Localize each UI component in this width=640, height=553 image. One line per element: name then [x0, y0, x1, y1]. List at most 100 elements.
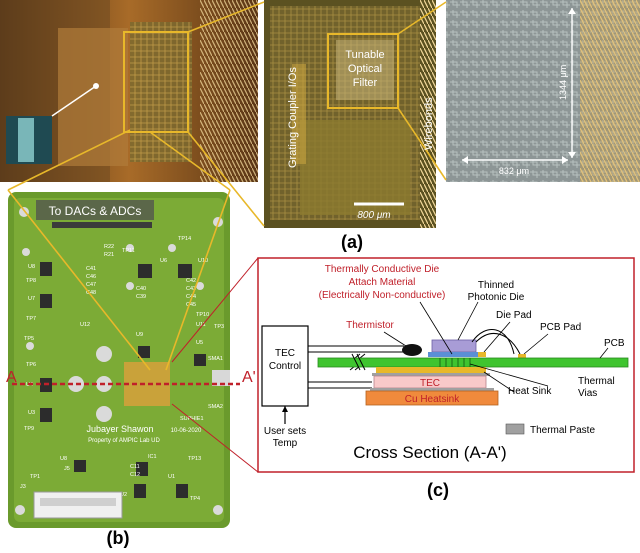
- svg-text:U5: U5: [196, 340, 203, 346]
- board-zoom-lines: [7, 189, 231, 371]
- svg-text:C45: C45: [186, 302, 196, 308]
- center-pad: [124, 362, 170, 406]
- photo-filter: [446, 0, 640, 182]
- svg-text:C40: C40: [136, 286, 146, 292]
- zoom-lines: [7, 1, 447, 227]
- svg-text:U8: U8: [60, 456, 67, 462]
- pcb-pad: [518, 354, 526, 358]
- thermal-vias-line1: Thermal: [578, 376, 615, 387]
- svg-text:U2: U2: [120, 492, 127, 498]
- svg-text:TP14: TP14: [178, 236, 191, 242]
- scale-bar-label: 800 μm: [357, 210, 390, 221]
- svg-text:U9: U9: [136, 332, 143, 338]
- svg-text:TP8: TP8: [26, 278, 36, 284]
- dac-label: To DACs & ADCs: [49, 204, 142, 218]
- svg-text:TP6: TP6: [26, 362, 36, 368]
- svg-text:R22: R22: [104, 244, 114, 250]
- thermal-paste-layer: [372, 373, 490, 376]
- die-attach: [428, 352, 482, 357]
- pcb-pad-label: PCB Pad: [540, 322, 581, 333]
- cu-heatsink: [365, 390, 499, 406]
- svg-text:U3: U3: [28, 410, 35, 416]
- svg-text:C39: C39: [136, 294, 146, 300]
- svg-text:U7: U7: [28, 296, 35, 302]
- section-end-label: A': [242, 369, 256, 386]
- thermal-paste-label: Thermal Paste: [530, 425, 595, 436]
- svg-text:TP7: TP7: [26, 316, 36, 322]
- svg-text:R21: R21: [104, 252, 114, 258]
- panel-a-label: (a): [341, 232, 363, 252]
- pcb-board: To DACs & ADCs TP11 R22: [8, 192, 230, 528]
- svg-text:TP5: TP5: [24, 336, 34, 342]
- pcb-layer: [317, 357, 629, 368]
- property-label: Property of AMPIC Lab UD: [88, 438, 160, 444]
- section-line: A A': [6, 257, 259, 473]
- svg-text:C46: C46: [86, 274, 96, 280]
- filter-label-line2: Optical: [348, 63, 382, 75]
- grating-label: Grating Coupler I/Os: [287, 67, 299, 168]
- svg-text:C48: C48: [86, 290, 96, 296]
- filter-label-line3: Filter: [353, 77, 378, 89]
- svg-text:C44: C44: [186, 294, 196, 300]
- chip-labels: Tunable Optical Filter Grating Coupler I…: [287, 40, 435, 221]
- wirebonds-label: Wirebonds: [423, 97, 435, 150]
- pcb-label: PCB: [604, 338, 625, 349]
- author-label: Jubayer Shawon: [86, 424, 153, 434]
- svg-text:TP3: TP3: [214, 324, 224, 330]
- dim-height-label: 1344 μm: [558, 65, 568, 100]
- tec-control-box: [261, 325, 309, 407]
- thermal-vias-line2: Vias: [578, 388, 597, 399]
- svg-text:J5: J5: [64, 466, 70, 472]
- photo-package: [0, 0, 258, 182]
- svg-text:TP4: TP4: [190, 496, 200, 502]
- thinned-die-line1: Thinned: [478, 280, 514, 291]
- cu-heatsink-label: Cu Heatsink: [405, 394, 460, 405]
- tec-control-line1: TEC: [275, 348, 295, 359]
- svg-text:C47: C47: [86, 282, 96, 288]
- dim-width-label: 832 μm: [499, 166, 529, 176]
- heat-sink-label: Heat Sink: [508, 386, 552, 397]
- svg-text:C41: C41: [86, 266, 96, 272]
- heat-sink: [376, 367, 486, 373]
- svg-text:U6: U6: [160, 258, 167, 264]
- die-attach-line1: Thermally Conductive Die: [325, 264, 440, 275]
- die-pad: [478, 352, 486, 357]
- thermal-vias: [439, 358, 471, 367]
- photonic-die: [431, 339, 477, 353]
- svg-text:TP9: TP9: [24, 426, 34, 432]
- tec-control-line2: Control: [269, 361, 301, 372]
- ics: [40, 262, 206, 498]
- svg-text:U10: U10: [198, 258, 208, 264]
- thermistor-label: Thermistor: [346, 320, 394, 331]
- svg-text:TP1: TP1: [30, 474, 40, 480]
- svg-text:IC1: IC1: [148, 454, 157, 460]
- thermal-paste-swatch: [505, 423, 525, 435]
- date-label: 10-06-2020: [171, 428, 202, 434]
- svg-text:SMA2: SMA2: [208, 404, 223, 410]
- svg-text:U11: U11: [196, 322, 206, 328]
- callout-lines: [383, 301, 609, 393]
- die-pad-label: Die Pad: [496, 310, 532, 321]
- panel-b-label: (b): [107, 528, 130, 548]
- user-sets-line1: User sets: [264, 426, 306, 437]
- filter-dimensions: 832 μm 1344 μm: [462, 8, 576, 176]
- thinned-die-line2: Photonic Die: [468, 292, 525, 303]
- section-start-label: A: [6, 369, 17, 386]
- cross-section-title: Cross Section (A-A'): [353, 443, 506, 462]
- svg-text:C43: C43: [186, 286, 196, 292]
- thermistor: [402, 344, 422, 356]
- filter-label-line1: Tunable: [345, 49, 384, 61]
- photo-chip: [264, 0, 436, 228]
- svg-text:SMA1: SMA1: [208, 356, 223, 362]
- svg-text:TP10: TP10: [196, 312, 209, 318]
- die-attach-line2: Attach Material: [349, 277, 416, 288]
- svg-text:TP13: TP13: [188, 456, 201, 462]
- user-sets-line2: Temp: [273, 438, 298, 449]
- die-attach-line3: (Electrically Non-conductive): [319, 290, 446, 301]
- svg-text:C11: C11: [130, 464, 140, 470]
- svg-text:C12: C12: [130, 472, 140, 478]
- svg-text:U8: U8: [28, 264, 35, 270]
- svg-text:C42: C42: [186, 278, 196, 284]
- svg-text:TP11: TP11: [122, 248, 135, 254]
